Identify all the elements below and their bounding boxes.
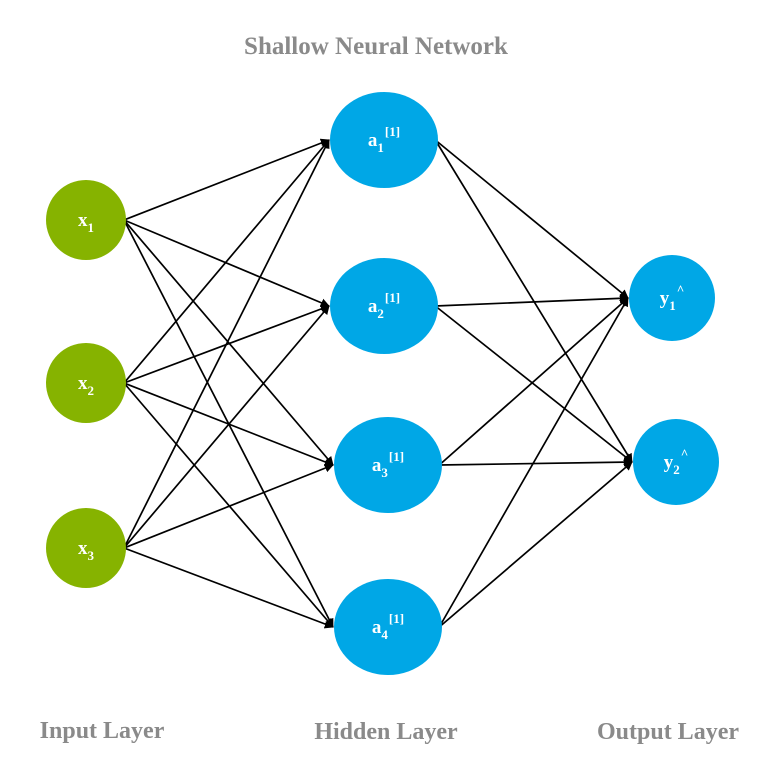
edge-hidden3-to-output1 xyxy=(438,297,629,466)
edge-hidden2-to-output1 xyxy=(435,293,629,307)
input-node-3: x3 xyxy=(46,508,126,588)
edge-hidden4-to-output1 xyxy=(438,297,629,628)
output-node-circle xyxy=(629,255,715,341)
output-layer-label: Output Layer xyxy=(597,719,739,745)
input-node-label: x1 xyxy=(78,210,94,235)
hidden-layer-label: Hidden Layer xyxy=(314,719,458,745)
edge-input3-to-hidden4 xyxy=(123,547,334,629)
edge-input2-to-hidden1 xyxy=(123,139,330,384)
output-node-label: y1^ xyxy=(660,282,685,313)
edge-hidden1-to-output1 xyxy=(434,139,629,299)
hidden-node-circle xyxy=(330,92,438,188)
input-node-label: x3 xyxy=(78,538,95,563)
edge-input3-to-hidden1 xyxy=(123,139,330,549)
output-node-2: y2^ xyxy=(633,419,719,505)
input-node-2: x2 xyxy=(46,343,126,423)
edge-input3-to-hidden2 xyxy=(123,305,330,549)
edge-hidden2-to-output2 xyxy=(434,305,633,463)
hidden-node-label: a1[1] xyxy=(368,124,400,155)
input-node-1: x1 xyxy=(46,180,126,260)
input-node-circle xyxy=(46,508,126,588)
hidden-node-1: a1[1] xyxy=(330,92,438,188)
input-layer-label: Input Layer xyxy=(40,718,165,744)
hidden-node-label: a4[1] xyxy=(372,611,404,642)
edge-hidden1-to-output2 xyxy=(434,139,633,463)
edge-input3-to-hidden3 xyxy=(123,463,334,549)
input-node-circle xyxy=(46,180,126,260)
hidden-node-3: a3[1] xyxy=(334,417,442,513)
hidden-node-label: a3[1] xyxy=(372,449,404,480)
edge-input1-to-hidden2 xyxy=(123,219,330,308)
edge-input2-to-hidden4 xyxy=(123,382,334,628)
input-node-circle xyxy=(46,343,126,423)
diagram-title: Shallow Neural Network xyxy=(244,33,508,60)
hidden-node-circle xyxy=(334,579,442,675)
input-node-label: x2 xyxy=(78,373,94,398)
hidden-node-circle xyxy=(334,417,442,513)
output-node-circle xyxy=(633,419,719,505)
hidden-node-2: a2[1] xyxy=(330,258,438,354)
connections xyxy=(123,138,633,629)
edge-hidden4-to-output2 xyxy=(438,461,633,628)
edge-input1-to-hidden1 xyxy=(123,138,330,221)
hidden-node-label: a2[1] xyxy=(368,290,400,321)
hidden-node-circle xyxy=(330,258,438,354)
nodes: x1 x2 x3 a1[1] a2[1] a3[1] a4[1] y1^ y2^ xyxy=(46,92,719,675)
hidden-node-4: a4[1] xyxy=(334,579,442,675)
edge-input1-to-hidden3 xyxy=(123,219,334,466)
output-node-1: y1^ xyxy=(629,255,715,341)
output-node-label: y2^ xyxy=(664,446,689,477)
edge-hidden3-to-output2 xyxy=(439,457,633,467)
